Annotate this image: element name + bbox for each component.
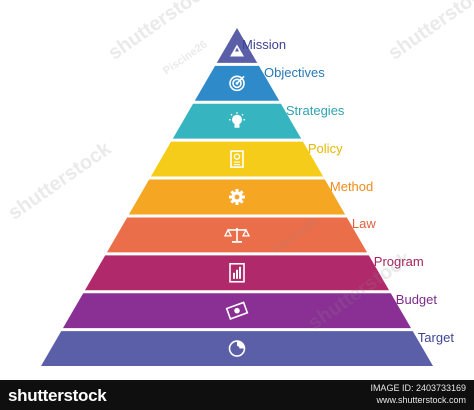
pyramid-svg — [41, 28, 433, 366]
scales-icon — [223, 227, 251, 243]
footer-image-info: IMAGE ID: 2403733169 www.shutterstock.co… — [370, 382, 466, 406]
report-chart-icon — [229, 262, 245, 283]
footer-bar: shutterstock IMAGE ID: 2403733169 www.sh… — [0, 380, 474, 410]
shutterstock-logo: shutterstock — [8, 386, 107, 405]
level-label-objectives: Objectives — [264, 64, 325, 80]
level-label-program: Program — [373, 254, 424, 270]
level-label-mission: Mission — [242, 37, 287, 52]
site-url-text: www.shutterstock.com — [376, 395, 466, 405]
mountain-flag-icon — [230, 44, 244, 57]
level-label-policy: Policy — [307, 140, 343, 156]
money-bill-icon — [225, 301, 249, 320]
level-label-law: Law — [351, 216, 376, 232]
document-badge-icon — [230, 150, 244, 168]
target-icon — [229, 75, 245, 92]
gear-icon — [229, 189, 245, 205]
lightbulb-icon — [229, 112, 245, 128]
level-label-method: Method — [329, 178, 374, 194]
level-label-target: Target — [417, 330, 454, 346]
image-id-text: IMAGE ID: 2403733169 — [370, 383, 466, 393]
pie-chart-icon — [228, 340, 246, 357]
level-label-budget: Budget — [395, 292, 437, 308]
level-label-strategies: Strategies — [285, 102, 345, 118]
